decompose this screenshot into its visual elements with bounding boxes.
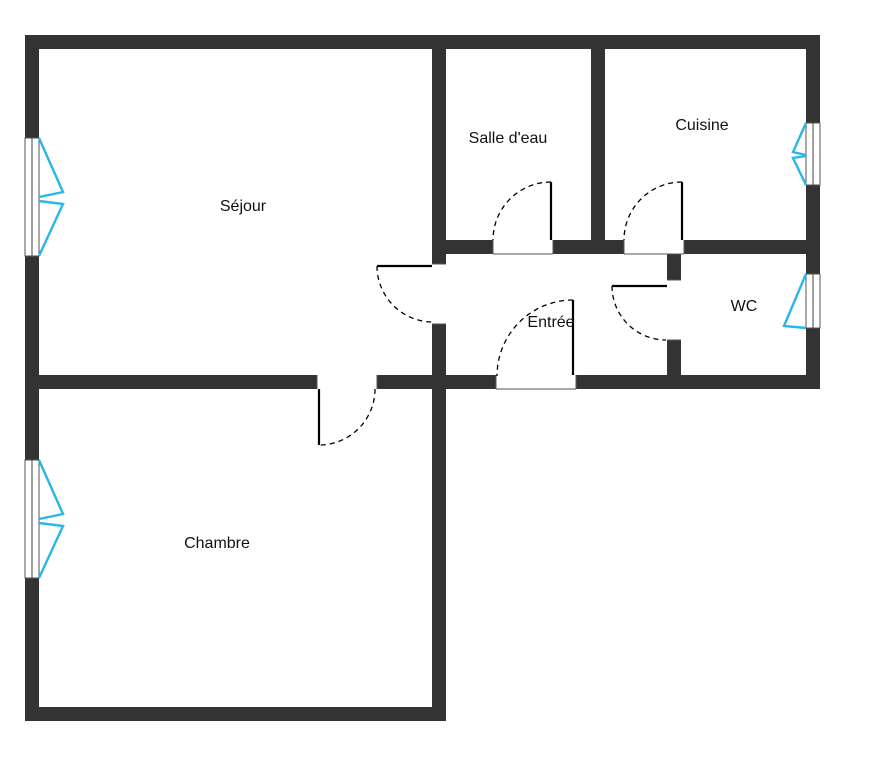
room-label-salle-deau: Salle d'eau [469, 130, 548, 147]
door-wc [611, 284, 667, 341]
room-label-entree: Entrée [527, 314, 574, 331]
door-sejour [376, 264, 434, 323]
window-wc [782, 273, 821, 330]
window-cuisine [791, 122, 821, 186]
room-label-chambre: Chambre [184, 535, 250, 552]
wall-top [25, 35, 820, 49]
door-cuisine [623, 181, 684, 241]
windows [24, 122, 821, 579]
wall-sdb-cuisine [591, 35, 605, 254]
room-label-wc: WC [731, 298, 758, 315]
wall-bottom-right [432, 375, 820, 389]
room-label-sejour: Séjour [220, 198, 267, 215]
wall-center-vertical [432, 35, 446, 721]
door-chambre [317, 388, 376, 446]
openings [316, 240, 685, 390]
door-salle-deau [492, 181, 553, 241]
wall-bottom [25, 707, 446, 721]
doors [317, 181, 684, 446]
window-chambre [24, 459, 65, 579]
wall-sejour-chambre [25, 375, 446, 389]
room-labels: Séjour Salle d'eau Cuisine Entrée WC Cha… [184, 117, 757, 552]
room-label-cuisine: Cuisine [675, 117, 728, 134]
window-sejour [24, 137, 65, 257]
door-entree [496, 299, 575, 377]
wall-right [806, 35, 820, 389]
walls [25, 35, 820, 721]
